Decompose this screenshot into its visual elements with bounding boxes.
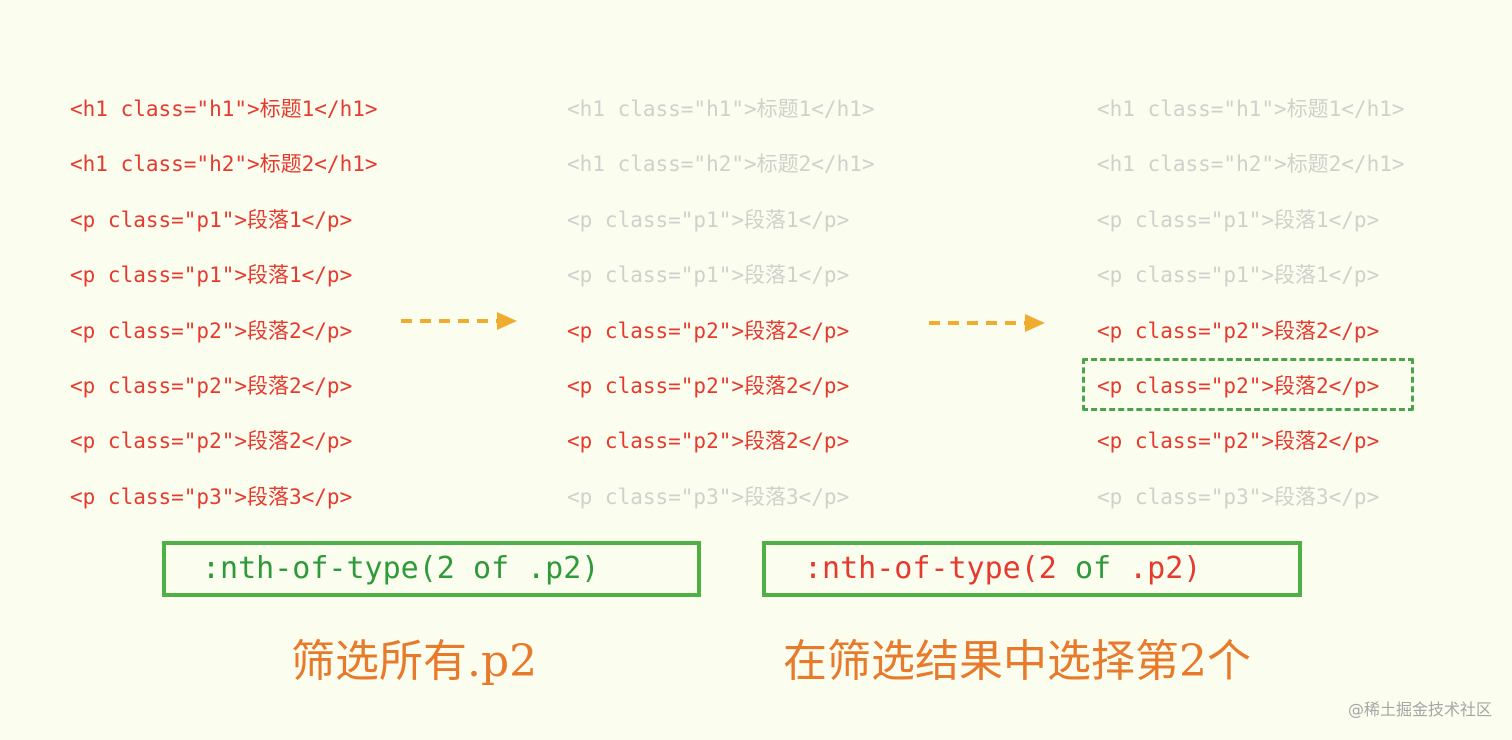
- selector-suffix: .p2): [509, 551, 600, 586]
- selector-keyword: of: [472, 551, 510, 586]
- selector-box-select: :nth-of-type(2 of .p2): [762, 541, 1302, 597]
- code-line: <p class="p3">段落3</p>: [1097, 484, 1380, 509]
- dashed-arrow-icon: [929, 314, 1045, 332]
- code-line: <p class="p3">段落3</p>: [70, 484, 353, 509]
- selected-element-highlight: [1082, 358, 1414, 411]
- caption-filter: 筛选所有.p2: [291, 636, 538, 687]
- code-line: <p class="p2">段落2</p>: [70, 373, 353, 398]
- code-line: <p class="p2">段落2</p>: [1097, 318, 1380, 343]
- code-line: <p class="p1">段落1</p>: [70, 207, 353, 232]
- selector-keyword: of: [1074, 551, 1112, 586]
- code-line: <p class="p2">段落2</p>: [70, 429, 353, 454]
- code-line: <p class="p2">段落2</p>: [567, 429, 850, 454]
- code-line: <h1 class="h2">标题2</h1>: [70, 152, 378, 177]
- code-column-selected: <h1 class="h1">标题1</h1> <h1 class="h2">标题…: [1097, 90, 1405, 533]
- code-line: <p class="p1">段落1</p>: [567, 207, 850, 232]
- selector-prefix: :nth-of-type(2: [804, 551, 1075, 586]
- code-line: <p class="p1">段落1</p>: [1097, 263, 1380, 288]
- code-column-filtered: <h1 class="h1">标题1</h1> <h1 class="h2">标题…: [567, 90, 875, 533]
- code-line: <p class="p2">段落2</p>: [567, 318, 850, 343]
- code-line: <h1 class="h1">标题1</h1>: [1097, 97, 1405, 121]
- code-line: <p class="p1">段落1</p>: [1097, 207, 1380, 232]
- selector-suffix: .p2): [1111, 551, 1202, 586]
- code-column-original: <h1 class="h1">标题1</h1> <h1 class="h2">标题…: [70, 90, 378, 533]
- dashed-arrow-icon: [401, 312, 517, 330]
- code-line: <p class="p1">段落1</p>: [70, 263, 353, 288]
- selector-box-filter: :nth-of-type(2 of .p2): [162, 541, 701, 597]
- code-line: <p class="p1">段落1</p>: [567, 263, 850, 288]
- code-line: <p class="p2">段落2</p>: [567, 373, 850, 398]
- code-line: <h1 class="h1">标题1</h1>: [70, 97, 378, 121]
- caption-select: 在筛选结果中选择第2个: [783, 636, 1251, 687]
- code-line: <p class="p2">段落2</p>: [1097, 373, 1380, 398]
- selector-prefix: :nth-of-type(2: [202, 551, 473, 586]
- code-line: <h1 class="h2">标题2</h1>: [1097, 152, 1405, 177]
- code-line: <p class="p3">段落3</p>: [567, 484, 850, 509]
- code-line: <h1 class="h2">标题2</h1>: [567, 152, 875, 177]
- code-line: <p class="p2">段落2</p>: [1097, 429, 1380, 454]
- code-line: <p class="p2">段落2</p>: [70, 318, 353, 343]
- code-line: <h1 class="h1">标题1</h1>: [567, 97, 875, 121]
- watermark: @稀土掘金技术社区: [1347, 700, 1492, 719]
